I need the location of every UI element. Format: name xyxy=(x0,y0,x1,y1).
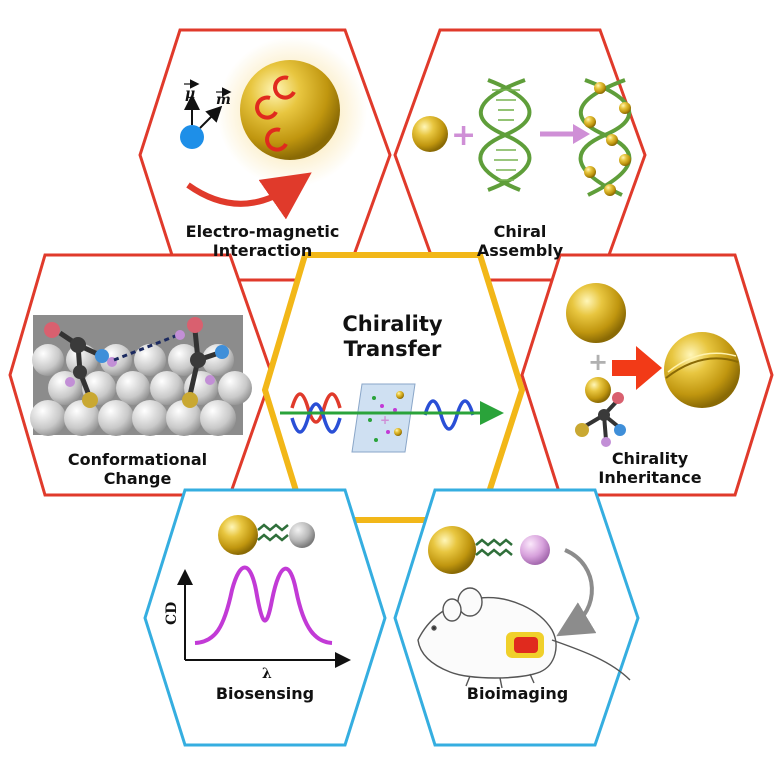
cd-axis-label: CD xyxy=(164,602,180,625)
circular-current-3 xyxy=(265,127,288,152)
label-chiral-assembly: Chiral Assembly xyxy=(420,222,620,260)
hex-frame-biosensing xyxy=(143,488,387,747)
mu-symbol: μ xyxy=(185,86,195,102)
dna-helix xyxy=(478,78,532,192)
cd-spectrum-curve xyxy=(194,565,333,645)
tumor-core xyxy=(514,637,538,653)
gold-nanoparticle xyxy=(240,60,340,160)
assembly-arrowhead xyxy=(573,124,590,144)
gold-nanoparticle xyxy=(428,526,476,574)
label-line1: Biosensing xyxy=(215,684,315,703)
label-biosensing: Biosensing xyxy=(170,684,360,703)
plus-sign: + xyxy=(588,348,608,376)
outgoing-chiral-light xyxy=(423,399,475,431)
label-conformational-change: Conformational Change xyxy=(40,450,235,488)
label-line1: Chirality xyxy=(611,449,689,468)
dna-linker xyxy=(257,523,289,542)
chiral-molecule xyxy=(575,392,626,447)
biosensing-illustration: CD λ xyxy=(164,515,351,682)
chiral-assembly-illustration: + xyxy=(412,78,632,197)
label-bioimaging: Bioimaging xyxy=(420,684,615,703)
gold-nanoparticle xyxy=(412,116,448,152)
plus-sign: + xyxy=(451,118,476,153)
m-symbol: m xyxy=(216,92,231,108)
label-line1: Electro-magnetic xyxy=(185,222,340,241)
m-vector xyxy=(199,105,223,129)
svg-text:+: + xyxy=(380,413,390,427)
molecular-dipole xyxy=(180,125,204,149)
label-line1: Conformational xyxy=(67,450,208,469)
label-chirality-transfer: Chirality Transfer xyxy=(300,312,485,362)
chiral-gold-nanoparticle xyxy=(664,332,740,408)
label-line2: Change xyxy=(103,469,172,488)
adsorbed-molecules xyxy=(44,317,229,408)
label-line2: Transfer xyxy=(343,337,442,361)
metal-surface-atoms xyxy=(30,344,252,436)
label-electro-magnetic: Electro-magnetic Interaction xyxy=(165,222,360,260)
small-gold-particle xyxy=(585,377,611,403)
label-line2: Inheritance xyxy=(598,468,702,487)
large-gold-seed xyxy=(566,283,626,343)
label-chirality-inheritance: Chirality Inheritance xyxy=(570,449,730,487)
inheritance-arrow xyxy=(612,346,662,390)
grey-nanoparticle xyxy=(289,522,315,548)
medium-molecules: + xyxy=(368,391,404,442)
conformational-change-illustration xyxy=(30,315,252,436)
dna-gold-assembly xyxy=(578,78,632,197)
incoming-chiral-light xyxy=(290,392,342,434)
circular-current-2 xyxy=(255,95,278,120)
chirality-inheritance-illustration: + xyxy=(566,283,740,447)
injection-arrow xyxy=(556,548,597,637)
lambda-axis-label: λ xyxy=(262,666,272,682)
label-line1: Chirality xyxy=(342,312,443,336)
circular-current-1 xyxy=(273,75,296,100)
label-line2: Interaction xyxy=(212,241,313,260)
label-line2: Assembly xyxy=(476,241,564,260)
label-line1: Bioimaging xyxy=(466,684,569,703)
label-line1: Chiral xyxy=(493,222,547,241)
electro-magnetic-illustration: μ m xyxy=(180,37,367,220)
chirality-transfer-illustration: + xyxy=(280,383,504,453)
dna-linker xyxy=(475,538,513,557)
pink-probe-particle xyxy=(520,535,550,565)
bioimaging-illustration xyxy=(417,526,631,689)
gold-nanoparticle xyxy=(218,515,258,555)
interaction-arrow xyxy=(186,172,312,220)
